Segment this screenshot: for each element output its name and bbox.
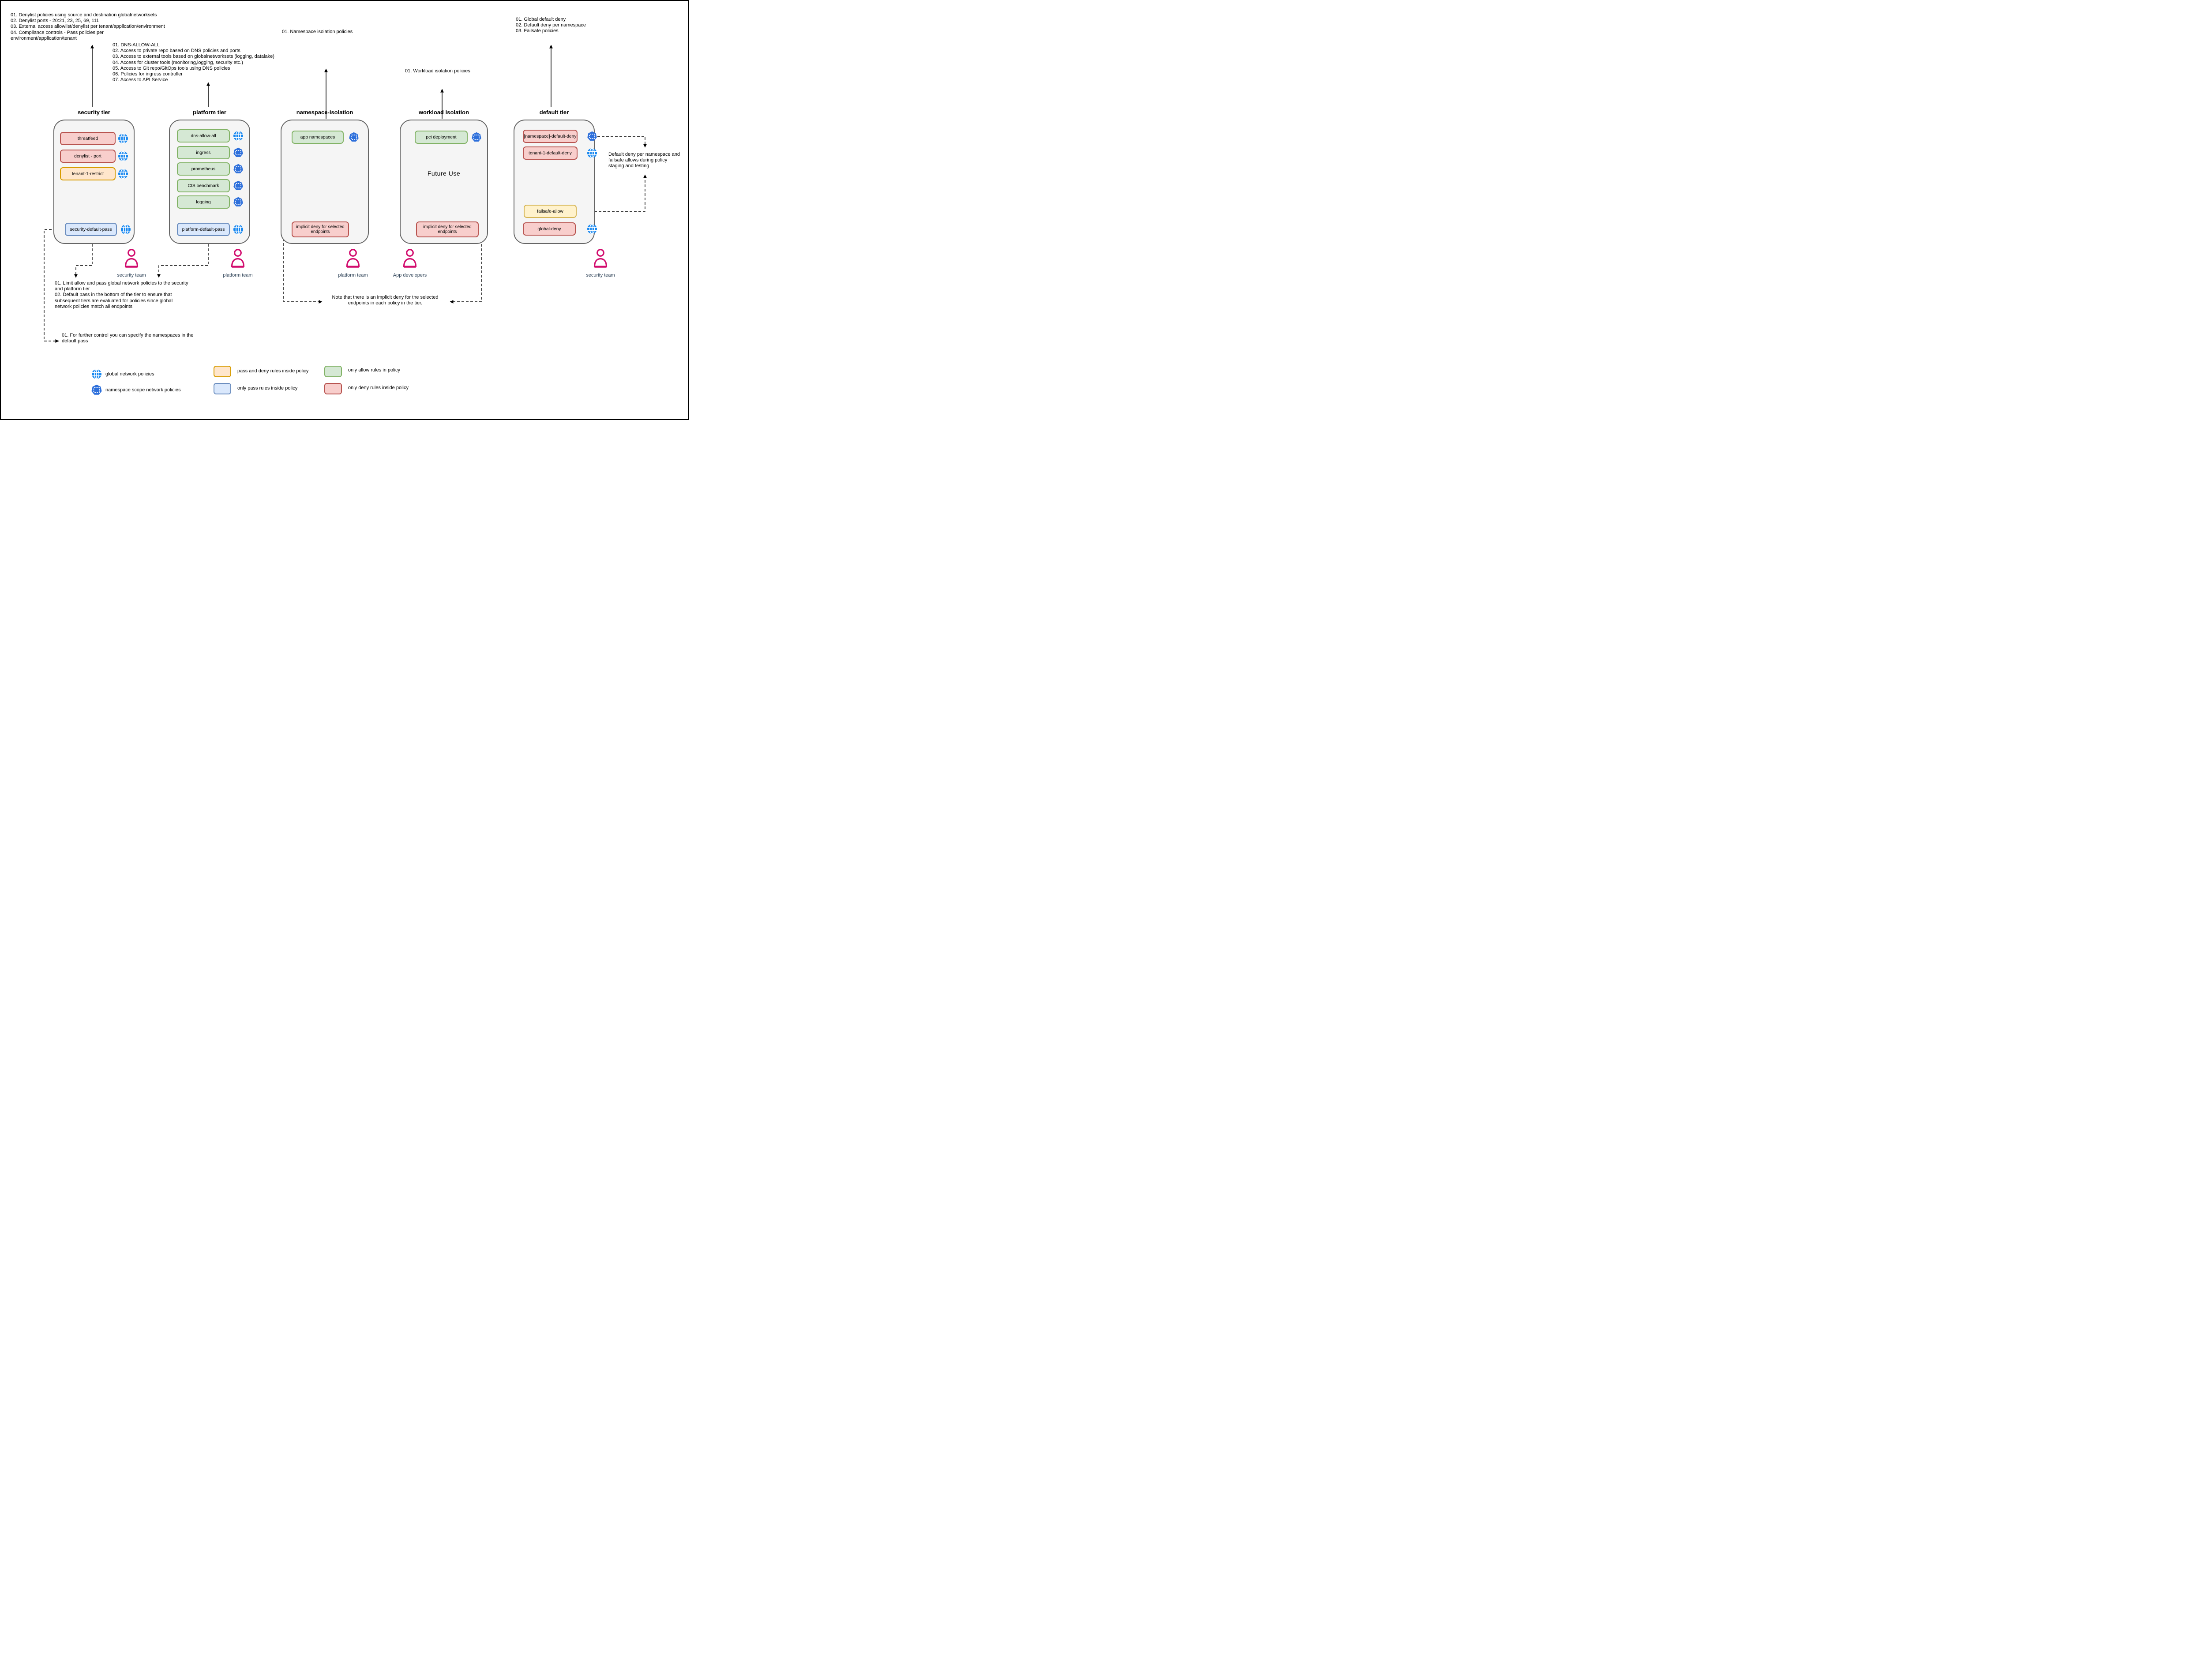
security-tier-title: security tier [78,109,110,116]
namespace-icon [471,132,482,145]
implicit-deny-note: Note that there is an implicit deny for … [332,295,439,306]
legend-swatch-pass-and-deny [214,366,231,377]
network-policy-tiers-diagram: 01. Denylist policies using source and d… [0,0,689,420]
policy-global-deny: global-deny [523,222,576,236]
person-icon [345,248,360,268]
default-tier-side-note: Default deny per namespace and failsafe … [608,152,680,169]
default-tier-notes: 01. Global default deny 02. Default deny… [516,17,586,34]
policy-implicit-deny-workload: implicit deny for selected endpoints [416,221,479,237]
default-tier-container: [namespace]-default-deny tenant-1-defaul… [514,120,597,244]
globe-icon [233,131,244,143]
security-tier-notes: 01. Denylist policies using source and d… [11,12,165,41]
globe-icon [118,151,128,164]
security-platform-bottom-note: 01. Limit allow and pass global network … [55,281,188,309]
namespace-isolation-tier-container: app namespaces implicit deny for selecte… [281,120,369,244]
namespace-icon [233,147,244,160]
platform-tier-title: platform tier [193,109,226,116]
globe-icon [91,369,102,382]
policy-tenant-1-restrict: tenant-1-restrict [60,167,116,180]
person-icon [230,248,245,268]
legend-pass-and-deny-label: pass and deny rules inside policy [237,368,309,374]
workload-isolation-tier-title: workload isolation [418,109,469,116]
policy-failsafe-allow: failsafe-allow [524,205,577,218]
legend-deny-label: only deny rules inside policy [348,385,409,390]
team-label-security-2: security team [586,273,615,278]
policy-prometheus: prometheus [177,162,230,176]
platform-tier-container: dns-allow-all ingress prometheus CIS ben… [169,120,250,244]
namespace-icon [349,132,359,145]
namespace-icon [587,131,597,144]
legend-pass-label: only pass rules inside policy [237,386,298,391]
workload-isolation-note: 01. Workload isolation policies [405,68,470,74]
policy-denylist-port: denylist - port [60,150,116,163]
namespace-icon [233,180,244,193]
namespace-isolation-note: 01. Namespace isolation policies [282,29,353,34]
connector-security-tier-to-bottom-note [74,244,93,278]
policy-app-namespaces: app namespaces [292,131,344,144]
default-pass-note: 01. For further control you can specify … [62,333,194,344]
person-icon [124,248,139,268]
team-label-security: security team [117,273,146,278]
namespace-icon [233,197,244,210]
globe-icon [233,224,244,237]
globe-icon [587,148,597,161]
policy-logging: logging [177,195,230,209]
person-icon [402,248,417,268]
legend-swatch-allow [324,366,342,377]
namespace-icon [233,164,244,176]
globe-icon [118,169,128,181]
legend-global-network-policies: global network policies [105,371,154,377]
policy-implicit-deny-namespace: implicit deny for selected endpoints [292,221,349,237]
policy-platform-default-pass: platform-default-pass [177,223,230,236]
platform-tier-notes: 01. DNS-ALLOW-ALL 02. Access to private … [113,42,274,83]
person-icon [593,248,608,268]
globe-icon [120,224,131,237]
namespace-isolation-tier-title: namespace-isolation [296,109,353,116]
legend-allow-label: only allow rules in policy [348,368,400,373]
team-label-platform-2: platform team [338,273,368,278]
security-tier-container: threatfeed denylist - port tenant-1-rest… [53,120,135,244]
policy-threatfeed: threatfeed [60,132,116,145]
policy-cis-benchmark: CIS benchmark [177,179,230,192]
policy-pci-deployment: pci deployment [415,131,468,144]
namespace-icon [91,384,102,398]
team-label-platform: platform team [223,273,253,278]
policy-tenant-1-default-deny: tenant-1-default-deny [523,146,578,160]
legend-swatch-deny [324,383,342,394]
connector-platform-tier-to-bottom-note [157,244,209,278]
policy-ingress: ingress [177,146,230,159]
globe-icon [118,133,128,146]
policy-namespace-default-deny: [namespace]-default-deny [523,130,578,143]
future-use-label: Future Use [427,170,461,177]
legend-swatch-pass [214,383,231,394]
legend-namespace-scope-policies: namespace scope network policies [105,387,181,393]
policy-security-default-pass: security-default-pass [65,223,117,236]
globe-icon [587,224,597,236]
team-label-app-developers: App developers [393,273,427,278]
policy-dns-allow-all: dns-allow-all [177,129,230,142]
connector-namespace-default-deny-to-side-note [593,136,647,148]
workload-isolation-tier-container: pci deployment Future Use implicit deny … [400,120,488,244]
default-tier-title: default tier [539,109,569,116]
